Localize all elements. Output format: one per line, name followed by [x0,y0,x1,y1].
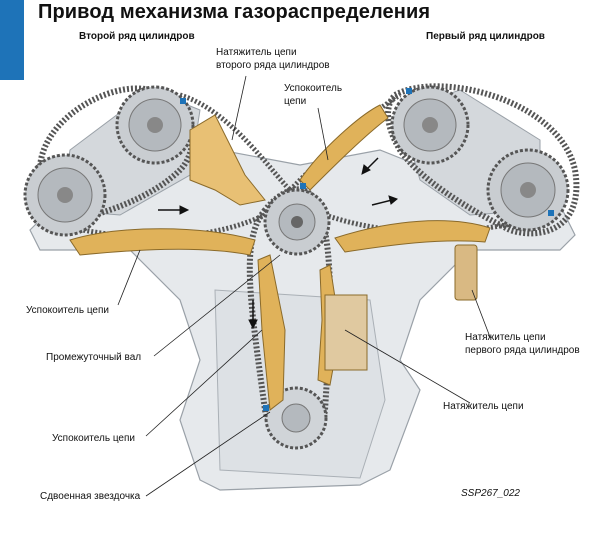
sprocket-right-upper [390,85,470,165]
label-damper-left: Успокоитель цепи [26,305,109,316]
guide-right-lower [334,220,491,253]
label-tensioner-main: Натяжитель цепи [443,401,524,412]
chain-upper-run [179,92,402,194]
sprocket-left-lower [23,153,107,237]
label-double-sprocket: Сдвоенная звездочка [40,491,141,502]
label-damper-top-line2: цепи [284,96,307,107]
sprocket-left-upper [115,85,195,165]
tensioner-bank1-body [454,244,478,301]
intermediate-shaft-sprocket [263,188,331,256]
label-intermediate-shaft: Промежуточный вал [46,352,142,363]
label-bank2: Второй ряд цилиндров [79,31,195,42]
direction-arrows [158,157,398,330]
label-damper-top-line1: Успокоитель [284,83,343,94]
tensioner-main-body [324,294,368,371]
label-tensioner-bank2-line2: второго ряда цилиндров [216,60,330,71]
guide-top-right [299,104,389,191]
sprocket-right-lower [486,148,570,232]
label-tensioner-bank1-line1: Натяжитель цепи [465,332,546,343]
label-tensioner-bank1-line2: первого ряда цилиндров [465,345,580,356]
label-damper-lower: Успокоитель цепи [52,433,135,444]
page-title: Привод механизма газораспределения [38,1,431,23]
figure-reference: SSP267_022 [461,488,520,499]
leader-lines [117,75,491,497]
label-tensioner-bank2-line1: Натяжитель цепи [216,47,297,58]
section-icon [0,0,24,80]
double-sprocket [264,386,328,450]
guide-left-lower [69,228,256,256]
label-bank1: Первый ряд цилиндров [426,31,545,42]
tensioner-bank2-body [189,114,266,206]
